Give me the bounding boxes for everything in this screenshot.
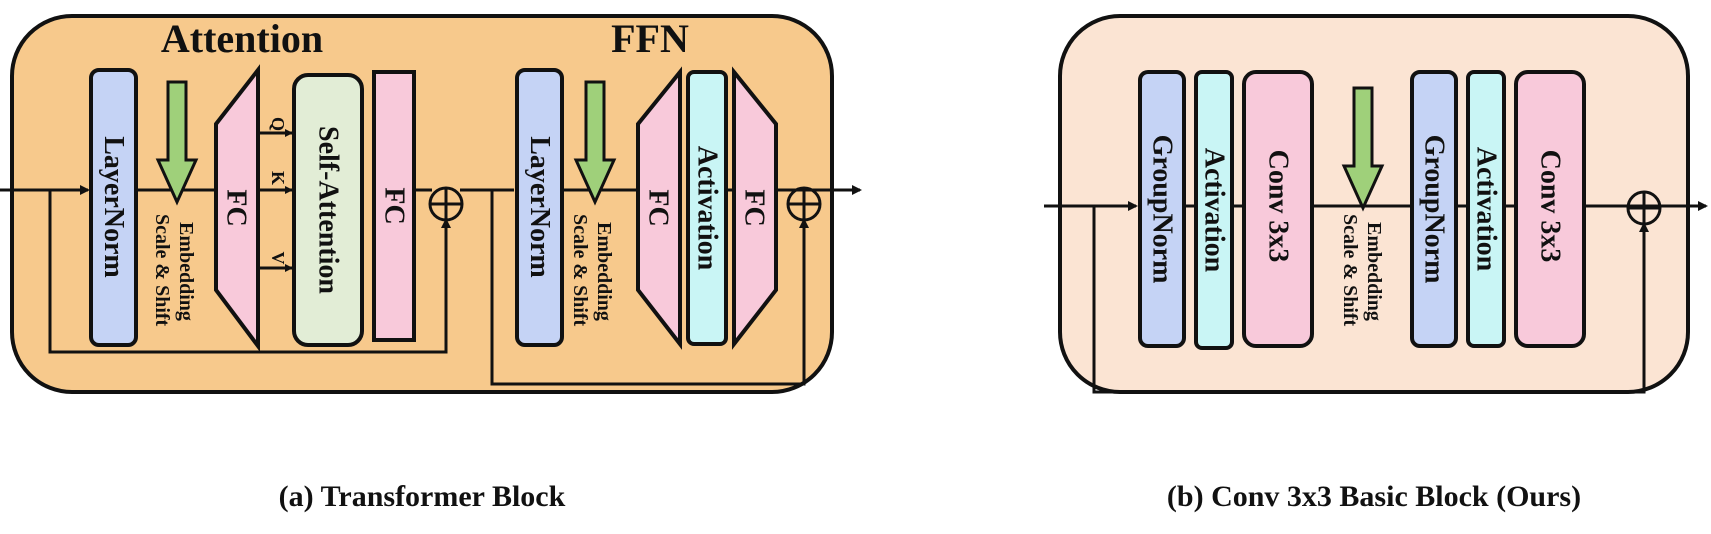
activation-label: Activation <box>692 146 723 271</box>
embedding-arrow-1 <box>155 80 199 206</box>
embedding-2-line2: Scale & Shift <box>569 214 591 327</box>
k-label: K <box>268 171 288 185</box>
groupnorm-1-label: GroupNorm <box>1147 135 1178 284</box>
layernorm-2-label: LayerNorm <box>524 136 555 278</box>
fc-down-label: FC <box>739 189 770 226</box>
q-label: Q <box>268 117 288 131</box>
activation-box <box>686 70 728 346</box>
conv-2-box <box>1514 70 1586 348</box>
residual-add-2 <box>786 186 822 222</box>
groupnorm-2-box <box>1410 70 1458 348</box>
fc-out-label: FC <box>379 187 410 224</box>
fc-up-trapezoid <box>636 66 682 350</box>
conv-1-box <box>1242 70 1314 348</box>
embedding-arrow-2 <box>573 80 617 206</box>
residual-add-1 <box>428 186 464 222</box>
caption-conv-basic-block: (b) Conv 3x3 Basic Block (Ours) <box>1167 480 1581 513</box>
groupnorm-1-box <box>1138 70 1186 348</box>
fc-up-label: FC <box>643 189 674 226</box>
caption-transformer-block: (a) Transformer Block <box>279 480 566 513</box>
attention-title: Attention <box>161 16 323 61</box>
self-attention-label: Self-Attention <box>313 126 344 294</box>
conv-2-label: Conv 3x3 <box>1535 150 1566 263</box>
activation-1-box <box>1194 70 1234 350</box>
activation-2-label: Activation <box>1471 147 1502 272</box>
conv-basic-block-panel: GroupNorm Activation Conv 3x3 Embedding … <box>1044 14 1708 513</box>
embedding-b-line2: Scale & Shift <box>1339 214 1361 327</box>
layernorm-1-box <box>89 68 138 347</box>
fc-out-box <box>372 70 416 342</box>
embedding-1-line1: Embedding <box>175 222 197 321</box>
embedding-2-line1: Embedding <box>593 222 615 321</box>
embedding-1-line2: Scale & Shift <box>151 214 173 327</box>
residual-connection-1 <box>48 190 451 354</box>
embedding-arrow-b <box>1341 86 1385 212</box>
residual-connection-2 <box>490 190 809 386</box>
layernorm-2-box <box>515 68 564 347</box>
embedding-b-line1: Embedding <box>1363 222 1385 321</box>
panel-a-background <box>10 14 834 394</box>
fc-down-trapezoid <box>732 66 778 350</box>
conv-1-label: Conv 3x3 <box>1263 150 1294 263</box>
ffn-title: FFN <box>611 16 689 61</box>
transformer-block-panel: Attention FFN LayerNorm Embedding Scale … <box>0 14 862 513</box>
activation-1-label: Activation <box>1199 148 1230 273</box>
layernorm-1-label: LayerNorm <box>98 136 129 278</box>
self-attention-box <box>292 73 364 347</box>
fc-qkv-label: FC <box>221 189 252 226</box>
residual-connection-b <box>1092 206 1649 394</box>
v-label: V <box>268 252 288 265</box>
fc-qkv-trapezoid <box>214 64 260 352</box>
residual-add-b <box>1626 190 1662 226</box>
activation-2-box <box>1466 70 1506 348</box>
groupnorm-2-label: GroupNorm <box>1419 135 1450 284</box>
